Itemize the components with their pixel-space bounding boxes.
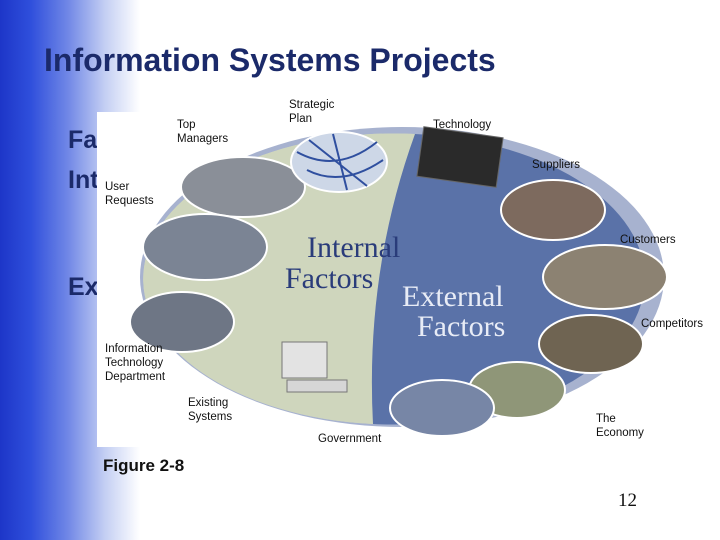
label-existing-systems: Existing Systems	[188, 397, 233, 423]
bullet-text-1: Fa	[68, 126, 98, 154]
label-suppliers: Suppliers	[532, 159, 580, 171]
external-label-line2: Factors	[417, 310, 505, 343]
factors-wheel: Internal Factors External Factors	[129, 126, 668, 437]
bullet-text-2: Int	[68, 166, 99, 194]
top-managers-photo	[180, 156, 306, 218]
suppliers-photo	[500, 179, 606, 241]
technology-photo	[416, 126, 504, 188]
figure-caption: Figure 2-8	[103, 456, 185, 475]
existing-systems-photo	[281, 341, 328, 379]
label-customers: Customers	[620, 234, 676, 246]
competitors-photo	[538, 314, 644, 374]
internal-label-line2: Factors	[285, 262, 373, 295]
government-photo	[389, 379, 495, 437]
external-label-line1: External	[402, 280, 504, 313]
label-competitors: Competitors	[641, 318, 703, 330]
label-top-managers: Top Managers	[177, 119, 229, 145]
slide-title: Information Systems Projects	[44, 42, 496, 78]
page-number: 12	[618, 490, 637, 511]
bullet-text-3: Ex	[68, 273, 99, 301]
label-the-economy: The Economy	[596, 413, 644, 439]
label-strategic-plan: Strategic Plan	[289, 99, 335, 125]
label-government: Government	[318, 433, 382, 445]
label-it-department: Information Technology Department	[105, 343, 166, 383]
label-user-requests: User Requests	[105, 181, 154, 207]
label-technology: Technology	[433, 119, 492, 131]
user-requests-photo	[142, 213, 268, 281]
it-department-photo	[129, 291, 235, 353]
factors-diagram: Internal Factors External Factors Top Ma…	[97, 99, 710, 447]
internal-label-line1: Internal	[307, 231, 400, 264]
customers-photo	[542, 244, 668, 310]
